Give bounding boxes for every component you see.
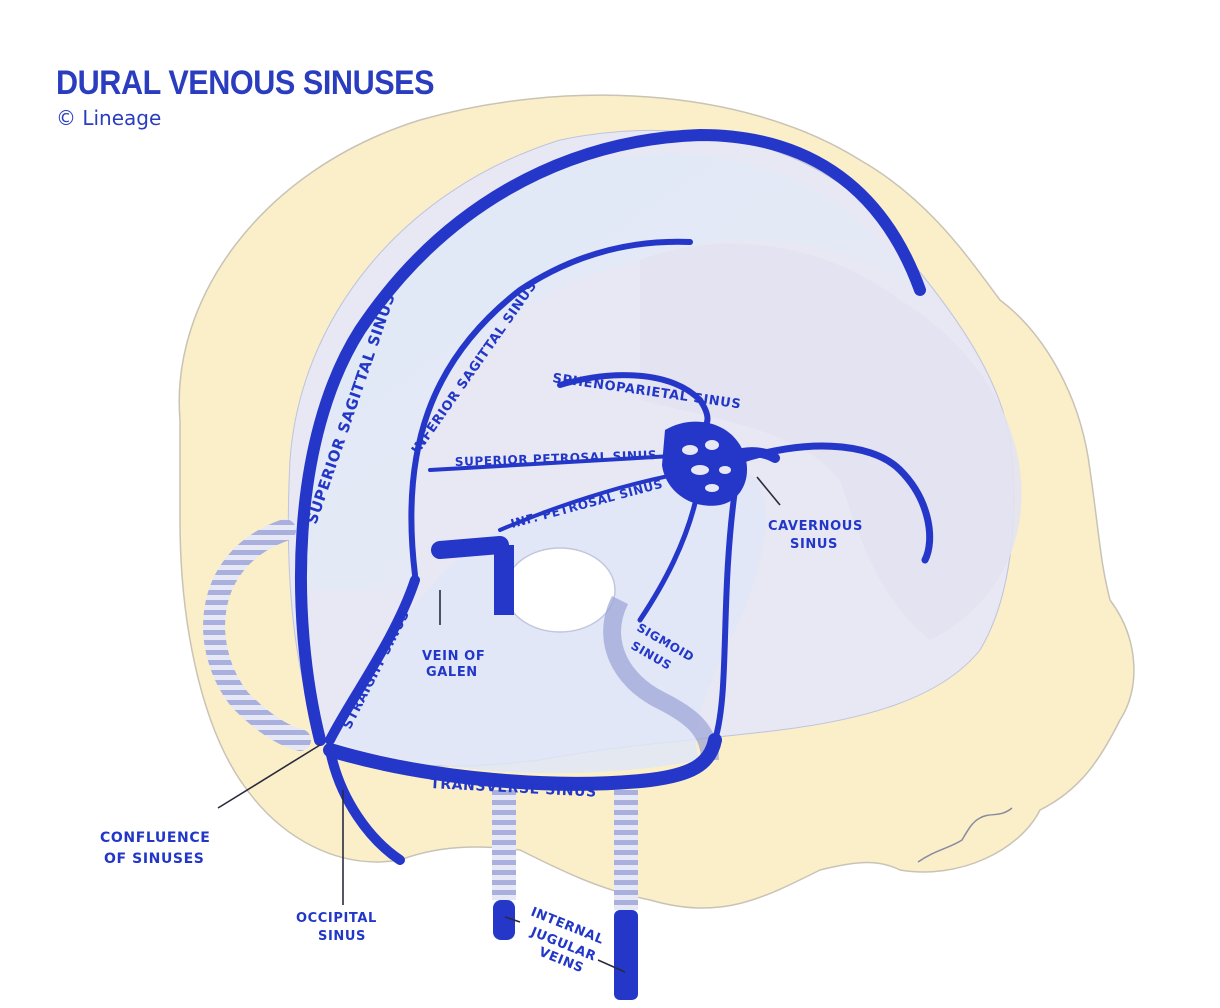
vein-of-galen	[431, 536, 509, 559]
label-confluence-line1: CONFLUENCE	[100, 830, 210, 846]
leader-confluence	[217, 744, 321, 809]
sphenoparietal-sinus	[557, 372, 711, 433]
inferior-sagittal-sinus	[408, 238, 693, 578]
occipital-sinus	[325, 745, 405, 865]
cavernous-sinus-plexus	[662, 421, 780, 506]
internal-jugular-vein-left-lower	[493, 900, 515, 940]
leader-jugular-left	[504, 916, 521, 923]
transverse-sinus	[323, 733, 722, 791]
transverse-to-cavernous	[712, 487, 738, 743]
superior-sagittal-sinus	[294, 128, 926, 746]
copyright-notice: © Lineage	[56, 106, 162, 130]
falx-cerebri	[299, 153, 921, 590]
label-cavernous-line1: CAVERNOUS	[768, 519, 863, 534]
internal-jugular-vein-left	[494, 545, 514, 615]
foramen-magnum	[504, 547, 616, 633]
label-occipital-line1: OCCIPITAL	[296, 911, 377, 926]
label-occipital-line2: SINUS	[318, 929, 366, 944]
label-galen-line1: VEIN OF	[422, 649, 485, 664]
sinus-branch-right	[736, 442, 934, 564]
artist-signature	[917, 807, 1013, 863]
label-cavernous-line2: SINUS	[790, 537, 838, 552]
internal-jugular-vein-right-lower	[614, 910, 638, 1000]
leader-cavernous	[756, 476, 781, 506]
title-block: DURAL VENOUS SINUSES © Lineage	[56, 66, 476, 130]
page-title: DURAL VENOUS SINUSES	[56, 64, 435, 102]
superior-petrosal-sinus	[428, 453, 692, 472]
sigmoid-shadow	[603, 595, 719, 761]
emissary-vein	[203, 519, 311, 751]
label-confluence-line2: OF SINUSES	[104, 851, 204, 867]
straight-sinus	[325, 575, 420, 745]
leader-jugular-right	[597, 959, 626, 973]
jugular-vein-upper-left	[492, 790, 516, 900]
jugular-vein-upper-right	[614, 790, 638, 910]
label-galen-line2: GALEN	[426, 665, 478, 680]
cerebral-hemisphere	[640, 243, 1022, 640]
